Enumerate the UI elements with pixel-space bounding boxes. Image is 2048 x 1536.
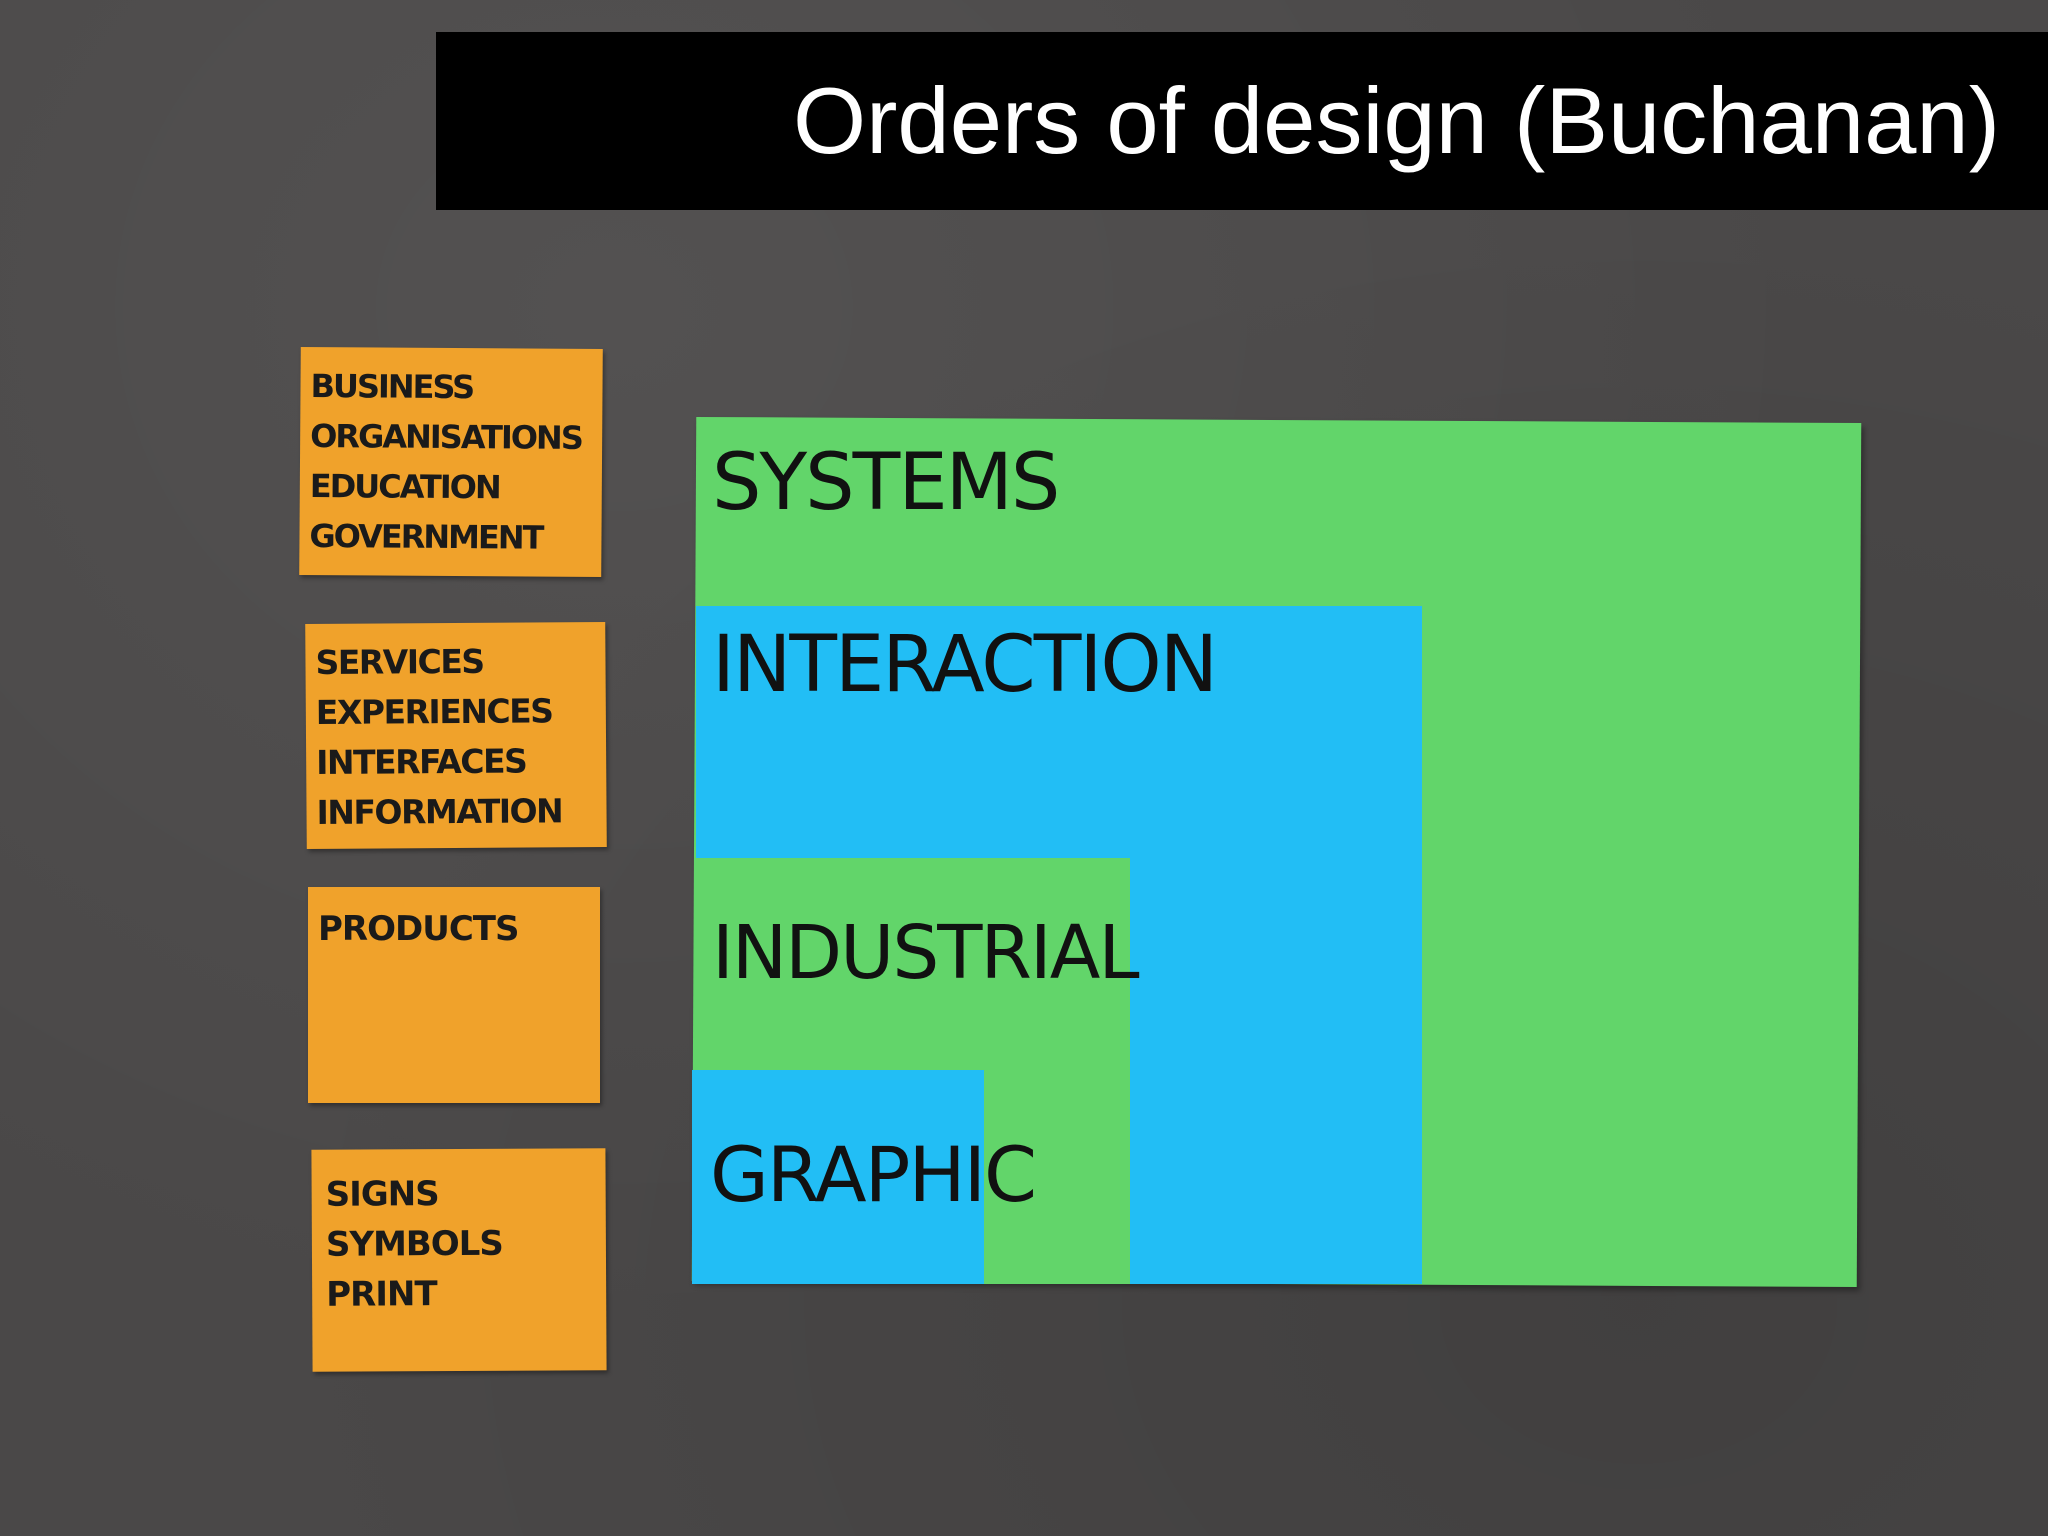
- sticky-note-interaction-examples: SERVICES EXPERIENCES INTERFACES INFORMAT…: [305, 621, 607, 850]
- note-line: INTERFACES: [316, 741, 527, 782]
- note-line: SYMBOLS: [325, 1223, 503, 1265]
- sticky-note-systems-examples: BUSINESS ORGANISATIONS EDUCATION GOVERNM…: [299, 346, 603, 578]
- note-line: ORGANISATIONS: [310, 417, 582, 457]
- note-line: EDUCATION: [309, 467, 500, 507]
- note-line: EXPERIENCES: [315, 691, 553, 732]
- sticky-note-graphic-examples: SIGNS SYMBOLS PRINT: [311, 1148, 607, 1372]
- interaction-label: INTERACTION: [712, 620, 1218, 710]
- page-title: Orders of design (Buchanan): [793, 68, 2000, 173]
- note-line: GOVERNMENT: [309, 517, 543, 557]
- graphic-sheet: [692, 1070, 984, 1284]
- note-line: PRINT: [326, 1274, 437, 1315]
- note-line: SERVICES: [315, 641, 484, 682]
- title-banner: Orders of design (Buchanan): [436, 32, 2048, 210]
- note-line: INFORMATION: [316, 791, 563, 832]
- industrial-label: INDUSTRIAL: [712, 910, 1140, 996]
- graphic-label: GRAPHIC: [710, 1130, 1037, 1219]
- note-line: SIGNS: [325, 1174, 439, 1215]
- note-line: BUSINESS: [310, 367, 474, 407]
- note-line: PRODUCTS: [318, 909, 519, 949]
- systems-label: SYSTEMS: [712, 438, 1060, 528]
- sticky-note-industrial-examples: PRODUCTS: [308, 887, 600, 1103]
